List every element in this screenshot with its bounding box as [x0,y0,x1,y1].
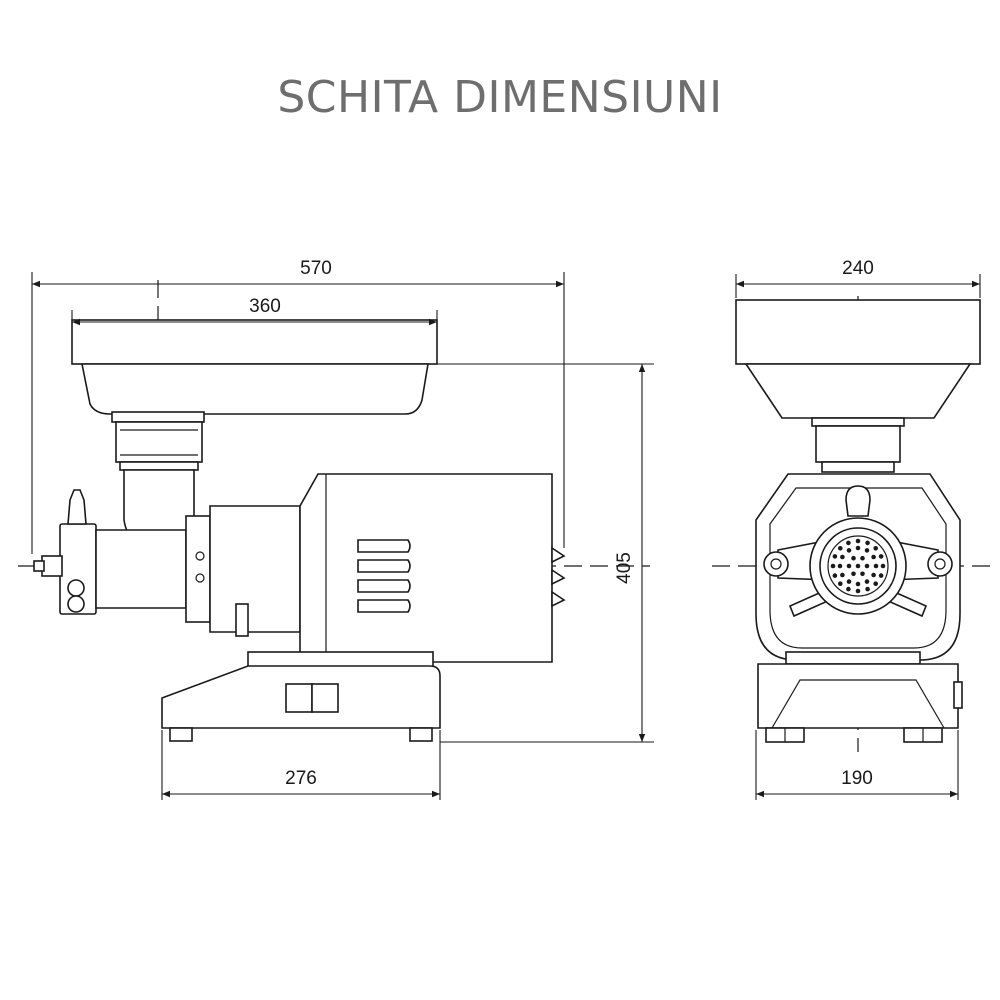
switch-right [311,683,339,713]
plate-hole [865,540,870,546]
plate-hole [837,563,843,569]
plate-holes [830,538,886,594]
side-view: 570 360 405 276 [18,258,654,800]
plate-hole [846,579,852,584]
plate-hole [871,572,876,578]
plate-hole [838,581,843,586]
plate-hole [873,581,878,586]
plate-hole [846,563,852,569]
plate-hole [873,546,878,551]
barrel-flange [185,515,211,623]
plate-hole [846,540,851,546]
plate-hole [855,588,861,594]
tray-collar [111,411,205,423]
feed-neck [115,421,203,463]
foot-left [169,727,193,742]
plate-hole [864,563,870,569]
plate-hole [840,554,845,560]
front-knob-tip [33,560,45,572]
plate-hole [830,563,836,569]
plate-hole [864,548,870,553]
front-left-knob [763,551,789,577]
gearbox-tab [235,603,249,637]
front-switch [953,681,963,709]
neck-ring [119,461,199,471]
motor-housing [299,473,553,663]
plate-hole [878,573,884,578]
dimension-label-240: 240 [842,258,874,279]
front-tray-basin [744,363,972,419]
plate-hole [865,586,870,592]
switch-left [285,683,313,713]
front-base-top [785,651,921,665]
gearbox-housing [209,505,301,633]
front-right-knob [927,551,953,577]
dimension-label-276: 276 [285,768,317,789]
front-knob [41,555,63,577]
plate-hole [871,554,876,560]
plate-hole [864,579,870,584]
plate-hole [851,555,856,561]
plate-hole [851,571,856,577]
dimension-label-190: 190 [841,768,873,789]
tray-rim [71,319,438,365]
nut-handle [67,489,87,525]
dimension-label-570: 570 [300,258,332,279]
front-neck-ring [821,461,895,473]
front-feed-neck [815,425,901,463]
plate-hole [832,573,838,578]
plate-hole [860,555,865,561]
nut-bolt-bottom [67,595,85,613]
front-top-lug [845,485,871,517]
front-view: 240 190 [712,258,998,800]
plate-hole [840,572,845,578]
page-title: SCHITA DIMENSIUNI [277,72,723,123]
front-tray-rim [735,299,981,365]
plate-hole [880,563,886,569]
plate-hole [860,571,865,577]
motor-vents [357,539,411,613]
dimension-label-405: 405 [614,552,635,584]
plate-hole [832,554,838,559]
plate-hole [855,563,861,569]
plate-hole [878,554,884,559]
foot-right [409,727,433,742]
motor-cooling-fins [551,546,566,608]
plate-hole [873,563,879,569]
dimension-label-360: 360 [249,296,281,317]
front-base [757,663,959,729]
plate-hole [846,586,851,592]
plate-hole [855,581,861,587]
plate-hole [855,545,861,551]
plate-hole [855,538,861,544]
nut-bolt-top [67,579,85,597]
plate-hole [846,548,852,553]
front-tray-collar [811,417,905,427]
tray-basin [81,363,429,415]
grinder-barrel [95,529,187,609]
plate-hole [838,546,843,551]
